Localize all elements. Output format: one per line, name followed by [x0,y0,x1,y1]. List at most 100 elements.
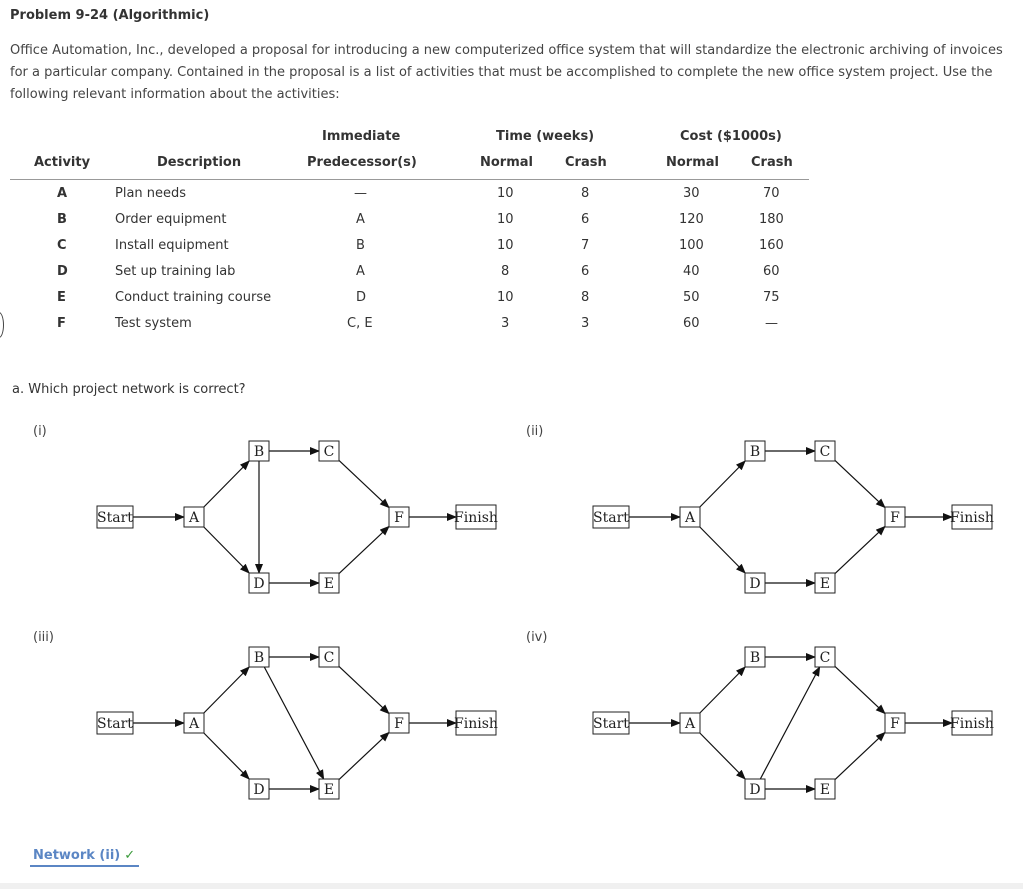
node-box-finish [455,710,497,736]
node-box-f [884,712,906,734]
node-label-start: Start [97,716,133,732]
arrow-e-f [338,525,390,575]
node-box-start [592,505,630,529]
arrow-b-e [263,666,325,780]
problem-title: Problem 9-24 (Algorithmic) [10,8,210,23]
node-label-finish: Finish [454,510,498,526]
network-label: (iii) [33,630,54,645]
row-time-normal: 10 [497,238,514,253]
arrow-c-f [338,459,390,509]
row-cost-crash: 75 [763,290,780,305]
arrow-c-f [834,459,886,509]
table-header-rule [10,179,809,180]
row-cost-normal: 30 [683,186,700,201]
node-box-e [318,572,340,594]
node-box-f [884,506,906,528]
col-header-cost-crash: Crash [751,155,793,170]
row-time-crash: 7 [581,238,590,253]
node-box-c [318,646,340,668]
col-header-activity: Activity [34,155,91,170]
row-cost-normal: 100 [679,238,704,253]
row-time-crash: 8 [581,290,590,305]
node-label-d: D [253,782,264,798]
node-label-f: F [394,716,404,732]
row-predecessors: C, E [347,316,373,331]
node-box-d [248,778,270,800]
row-time-normal: 10 [497,290,514,305]
node-label-a: A [684,716,696,732]
network-label: (iv) [526,630,548,645]
node-box-start [96,505,134,529]
row-time-crash: 3 [581,316,590,331]
arrow-a-d [203,526,250,574]
col-header-cost-group: Cost ($1000s) [680,129,782,144]
node-label-e: E [820,782,830,798]
row-description: Conduct training course [115,290,272,305]
node-box-c [318,440,340,462]
node-label-start: Start [97,510,133,526]
row-activity: D [57,264,68,279]
arrow-a-b [203,666,250,714]
row-time-crash: 6 [581,212,590,227]
row-cost-crash: — [765,316,778,331]
node-label-c: C [820,650,831,666]
row-activity: F [57,316,66,331]
node-label-d: D [253,576,264,592]
node-box-a [679,506,701,528]
node-box-b [248,440,270,462]
arrow-a-d [203,732,250,780]
network-label: (i) [33,424,47,439]
node-box-f [388,712,410,734]
node-box-d [744,572,766,594]
node-label-finish: Finish [950,510,994,526]
col-header-time-crash: Crash [565,155,607,170]
node-label-e: E [324,576,334,592]
row-time-normal: 8 [501,264,510,279]
row-predecessors: B [356,238,365,253]
node-label-e: E [820,576,830,592]
row-description: Order equipment [115,212,227,227]
node-box-a [183,712,205,734]
node-label-d: D [749,576,760,592]
arrow-c-f [834,665,886,715]
node-label-b: B [254,444,264,460]
node-box-finish [455,504,497,530]
checkmark-icon: ✓ [124,848,136,863]
selected-answer[interactable]: Network (ii)✓ [30,848,140,867]
row-predecessors: D [356,290,367,305]
node-box-a [183,506,205,528]
arrow-a-b [699,460,746,508]
node-label-f: F [890,716,900,732]
node-box-start [96,711,134,735]
node-label-f: F [890,510,900,526]
node-label-start: Start [593,716,629,732]
row-activity: C [57,238,67,253]
row-cost-normal: 60 [683,316,700,331]
arrow-d-c [759,666,821,780]
row-activity: E [57,290,66,305]
col-header-cost-normal: Normal [666,155,719,170]
node-box-e [318,778,340,800]
node-label-c: C [324,444,335,460]
arrow-a-d [699,526,746,574]
row-cost-crash: 160 [759,238,784,253]
row-cost-crash: 60 [763,264,780,279]
row-cost-crash: 70 [763,186,780,201]
node-box-finish [951,710,993,736]
node-label-a: A [684,510,696,526]
node-label-finish: Finish [950,716,994,732]
node-label-c: C [324,650,335,666]
node-label-a: A [188,510,200,526]
network-label: (ii) [526,424,544,439]
arrow-e-f [834,731,886,781]
node-box-start [592,711,630,735]
node-box-finish [951,504,993,530]
row-predecessors: — [354,186,367,201]
node-box-e [814,572,836,594]
arrow-a-b [203,460,250,508]
arrow-a-b [699,666,746,714]
row-time-normal: 10 [497,212,514,227]
arrow-a-d [699,732,746,780]
row-description: Plan needs [115,186,187,201]
